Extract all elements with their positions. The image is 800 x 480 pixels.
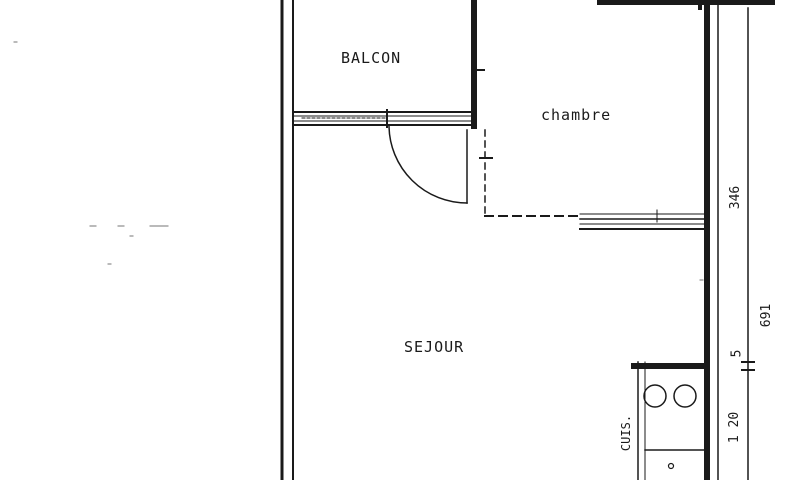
kitchen-wall bbox=[631, 361, 710, 480]
chambre-partition bbox=[579, 209, 709, 230]
room-label-balcon: BALCON bbox=[341, 49, 402, 67]
chambre-dashed-partition bbox=[479, 129, 581, 217]
room-label-sejour: SEJOUR bbox=[404, 338, 465, 356]
stove-burners bbox=[643, 384, 697, 408]
room-label-cuisine: CUIS. bbox=[619, 414, 634, 452]
dimension-346: 346 bbox=[728, 185, 744, 210]
dimension-line bbox=[741, 7, 755, 480]
dimension-691: 691 bbox=[759, 303, 775, 328]
dimension-120: 1 20 bbox=[727, 411, 743, 444]
left-exterior-wall bbox=[280, 0, 294, 480]
kitchen-sink bbox=[644, 449, 708, 470]
scan-speckles bbox=[13, 41, 704, 281]
right-interior-wall bbox=[704, 0, 719, 480]
balcony-window bbox=[292, 109, 475, 128]
room-label-chambre: chambre bbox=[541, 106, 612, 124]
balcony-partition-wall bbox=[471, 0, 485, 129]
dimension-5: 5 bbox=[729, 349, 745, 358]
door-swing bbox=[388, 125, 468, 204]
top-wall bbox=[597, 0, 775, 10]
